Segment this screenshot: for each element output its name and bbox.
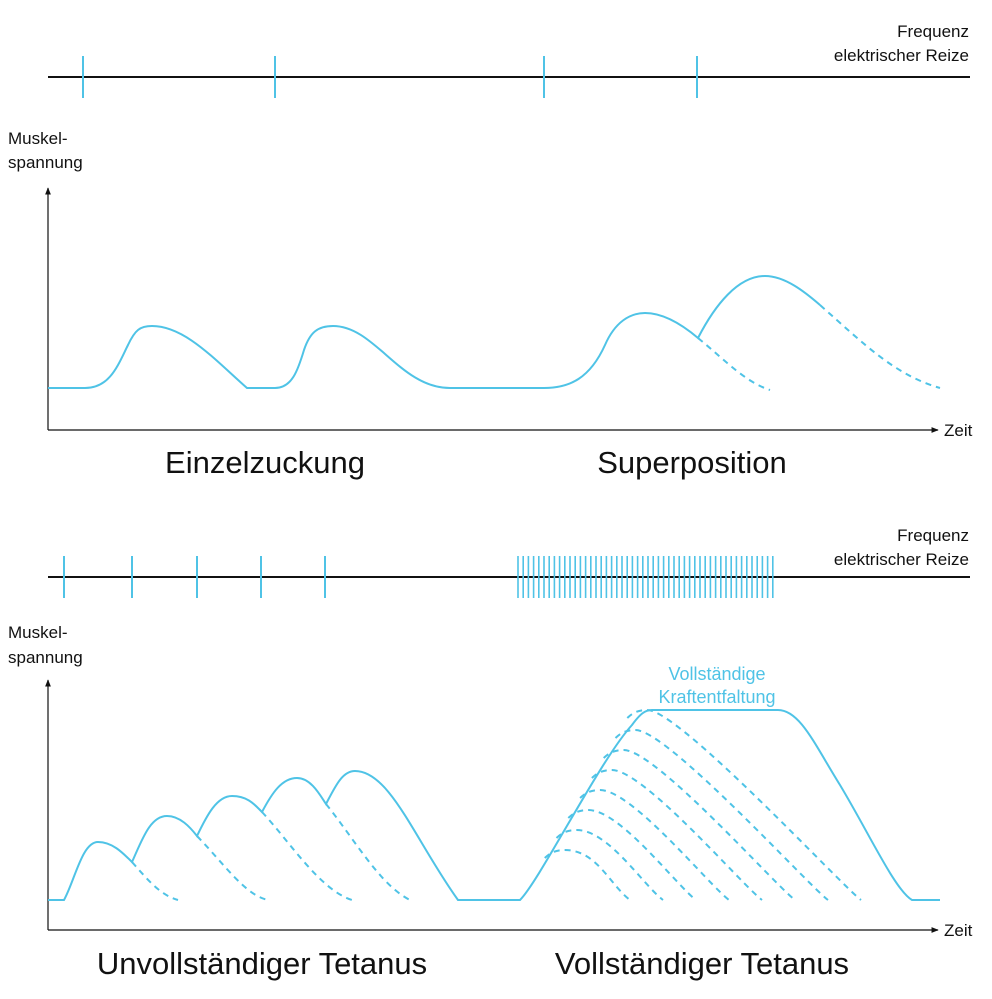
stimulus-ticks-top: [82, 56, 698, 98]
incomplete-tetanus-decay-dashed: [196, 835, 269, 901]
high-frequency-stimulus-ticks: [517, 556, 774, 598]
superposition-decay-dashed: [819, 304, 941, 389]
single-twitch-curve: [48, 324, 275, 389]
complete-tetanus-decay-dashed: [567, 808, 697, 901]
caption-incomplete-tetanus: Unvollständiger Tetanus: [97, 946, 427, 981]
complete-tetanus-decay-dashed: [602, 748, 796, 901]
caption-complete-tetanus: Vollständiger Tetanus: [555, 946, 849, 981]
y-axis-label-line1: Muskel-: [8, 129, 68, 148]
stimulus-label-line1: Frequenz: [897, 22, 969, 41]
stimulus-timeline-bottom: [48, 556, 970, 598]
superposition-decay-dashed: [697, 337, 771, 391]
caption-single-twitch: Einzelzuckung: [165, 445, 365, 480]
complete-tetanus-decay-dashed: [555, 828, 664, 901]
x-axis-label: Zeit: [944, 421, 973, 440]
panel-bottom: Frequenz elektrischer Reize Muskel- span…: [8, 526, 973, 981]
incomplete-tetanus-decay-dashed: [325, 803, 411, 901]
stimulus-label-line2: elektrischer Reize: [834, 550, 969, 569]
complete-tetanus-decay-dashed: [591, 768, 763, 901]
y-axis-label-line2: spannung: [8, 153, 83, 172]
single-twitch-curve: [274, 324, 544, 389]
caption-superposition: Superposition: [597, 445, 787, 480]
x-axis-label: Zeit: [944, 921, 973, 940]
stimulus-ticks-bottom: [63, 556, 326, 598]
incomplete-tetanus-decay-dashed: [131, 861, 179, 901]
stimulus-label-line1: Frequenz: [897, 526, 969, 545]
complete-tetanus-decay-dashed: [614, 728, 829, 901]
complete-tetanus-decay-dashed: [544, 848, 631, 901]
incomplete-tetanus-curve: [48, 769, 514, 901]
stimulus-timeline-top: [48, 56, 970, 98]
complete-tetanus-curve: [514, 709, 940, 901]
complete-tetanus-decay-dashed-group: [544, 708, 862, 901]
stimulus-label-line2: elektrischer Reize: [834, 46, 969, 65]
y-axis-label-line2: spannung: [8, 648, 83, 667]
incomplete-tetanus-decay-dashed: [261, 811, 353, 901]
superposition-curve: [543, 274, 821, 389]
tension-curves-top: [48, 274, 941, 391]
plateau-label-line1: Vollständige: [668, 664, 765, 684]
plateau-label-line2: Kraftentfaltung: [658, 687, 775, 707]
complete-tetanus-decay-dashed: [626, 708, 862, 901]
panel-top: Frequenz elektrischer Reize Muskel- span…: [8, 22, 973, 480]
tension-curves-bottom: [48, 708, 940, 901]
y-axis-label-line1: Muskel-: [8, 623, 68, 642]
